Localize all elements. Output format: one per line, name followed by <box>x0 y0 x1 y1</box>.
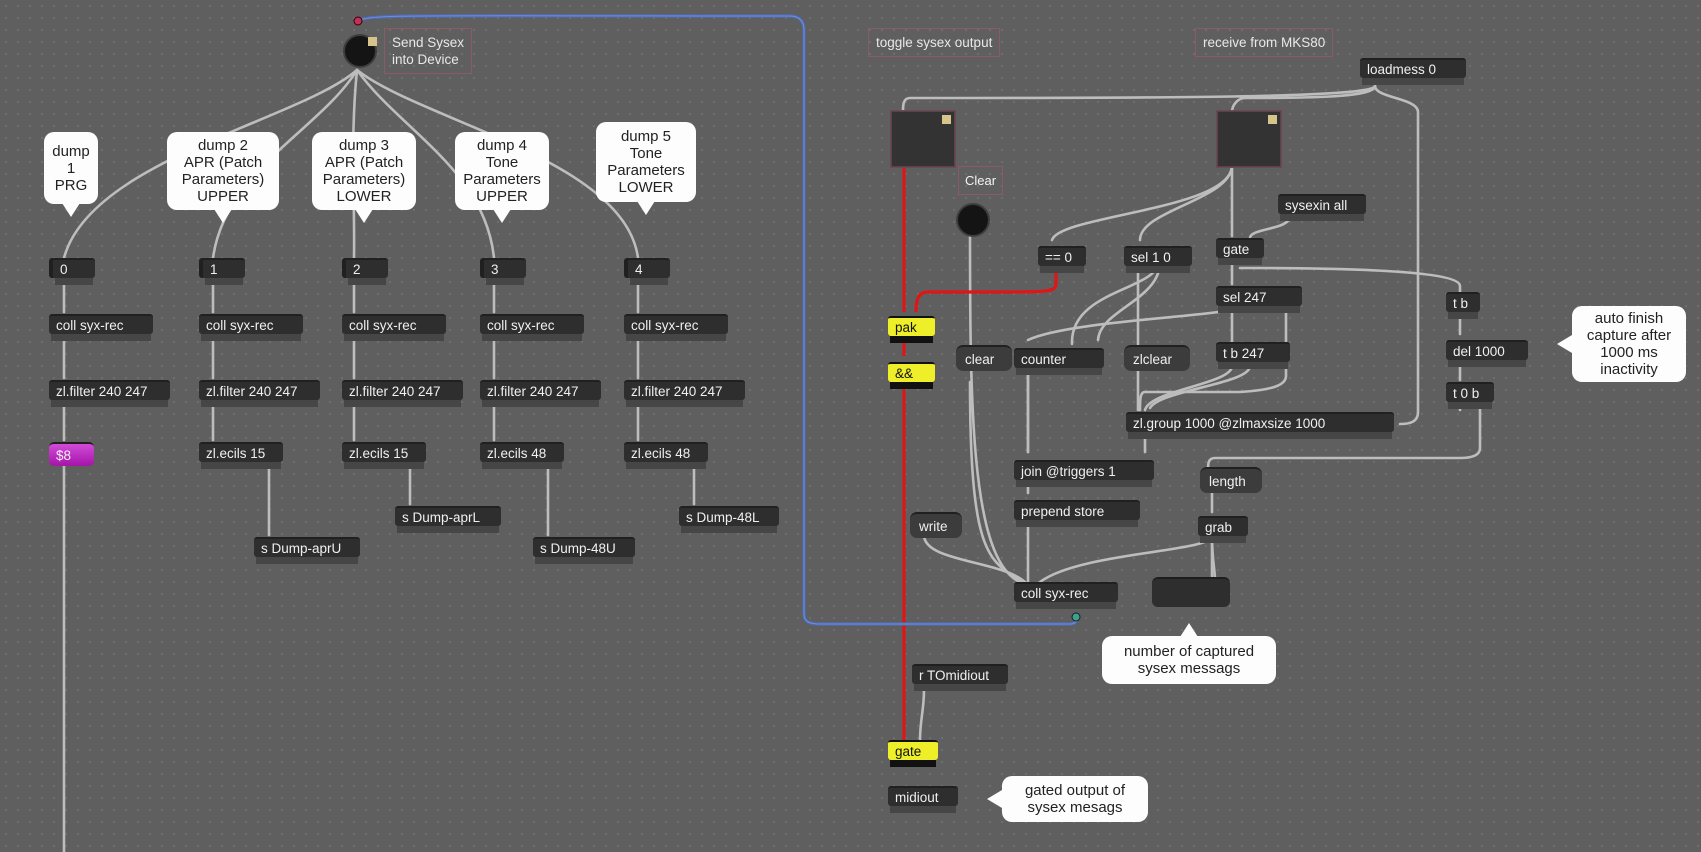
dump2-bubble: dump 2 APR (Patch Parameters) UPPER <box>167 132 279 223</box>
zl-ecils-2[interactable]: zl.ecils 15 <box>342 442 426 469</box>
gate-input-object[interactable]: gate <box>1216 238 1264 265</box>
gate-output-object[interactable]: gate <box>888 740 938 767</box>
zl-ecils-3[interactable]: zl.ecils 48 <box>480 442 564 469</box>
zl-ecils-1[interactable]: zl.ecils 15 <box>199 442 283 469</box>
coll-syx-rec-main[interactable]: coll syx-rec <box>1014 582 1118 609</box>
dump-number-0[interactable]: 0 <box>49 258 95 285</box>
grab-object[interactable]: grab <box>1198 516 1248 543</box>
send-sysex-comment: Send Sysex into Device <box>384 28 473 74</box>
t-b-object[interactable]: t b <box>1446 292 1480 319</box>
auto-finish-bubble: auto finish capture after 1000 ms inacti… <box>1557 306 1686 382</box>
dollar8-message[interactable]: $8 <box>49 442 94 466</box>
toggle-sysex-output-comment: toggle sysex output <box>868 28 1001 57</box>
number-captured-bubble: number of captured sysex messags <box>1102 623 1276 684</box>
sysex-output-toggle[interactable] <box>890 110 956 168</box>
send-dump-aprL[interactable]: s Dump-aprL <box>395 506 501 533</box>
sysexin-object[interactable]: sysexin all <box>1278 194 1366 221</box>
dump3-bubble: dump 3 APR (Patch Parameters) LOWER <box>312 132 416 223</box>
del-1000-object[interactable]: del 1000 <box>1446 340 1528 367</box>
counter-object[interactable]: counter <box>1014 348 1104 375</box>
loadmess-object[interactable]: loadmess 0 <box>1360 58 1466 85</box>
sel-1-0-object[interactable]: sel 1 0 <box>1124 246 1192 273</box>
coll-syx-rec-4[interactable]: coll syx-rec <box>624 314 728 341</box>
gated-output-bubble: gated output of sysex mesags <box>987 776 1148 822</box>
write-message[interactable]: write <box>910 512 962 538</box>
zl-ecils-4[interactable]: zl.ecils 48 <box>624 442 708 469</box>
prepend-store-object[interactable]: prepend store <box>1014 500 1140 527</box>
clear-bang[interactable] <box>956 203 990 237</box>
coll-syx-rec-3[interactable]: coll syx-rec <box>480 314 584 341</box>
zl-filter-0[interactable]: zl.filter 240 247 <box>49 380 170 407</box>
zlclear-message[interactable]: zlclear <box>1124 345 1190 371</box>
coll-syx-rec-2[interactable]: coll syx-rec <box>342 314 446 341</box>
zl-group-object[interactable]: zl.group 1000 @zlmaxsize 1000 <box>1126 412 1394 439</box>
zl-filter-2[interactable]: zl.filter 240 247 <box>342 380 463 407</box>
midiout-object[interactable]: midiout <box>888 786 958 813</box>
pak-object[interactable]: pak <box>888 316 935 343</box>
zl-filter-4[interactable]: zl.filter 240 247 <box>624 380 745 407</box>
dump5-bubble: dump 5 Tone Parameters LOWER <box>596 122 696 215</box>
send-dump-aprU[interactable]: s Dump-aprU <box>254 537 360 564</box>
send-dump-48L[interactable]: s Dump-48L <box>679 506 779 533</box>
dump-number-2[interactable]: 2 <box>342 258 388 285</box>
clear-label: Clear <box>958 166 1004 195</box>
dump-number-1[interactable]: 1 <box>199 258 245 285</box>
dump-number-3[interactable]: 3 <box>480 258 526 285</box>
send-dump-48U[interactable]: s Dump-48U <box>533 537 635 564</box>
sel-247-object[interactable]: sel 247 <box>1216 286 1302 313</box>
equals-zero-object[interactable]: == 0 <box>1038 246 1086 273</box>
coll-syx-rec-0[interactable]: coll syx-rec <box>49 314 153 341</box>
receive-from-mks80-comment: receive from MKS80 <box>1195 28 1334 57</box>
logical-and-object[interactable]: && <box>888 362 935 389</box>
toggle-corner-marker <box>1268 115 1277 124</box>
join-object[interactable]: join @triggers 1 <box>1014 460 1154 487</box>
clear-message[interactable]: clear <box>956 345 1012 371</box>
t-0-b-object[interactable]: t 0 b <box>1446 382 1494 409</box>
receive-toggle[interactable] <box>1216 110 1282 168</box>
dump4-bubble: dump 4 Tone Parameters UPPER <box>455 132 549 223</box>
r-tomidiout-object[interactable]: r TOmidiout <box>912 664 1008 691</box>
length-object[interactable]: length <box>1200 467 1262 493</box>
captured-count-display[interactable] <box>1152 577 1230 607</box>
bang-corner-marker <box>368 37 377 46</box>
dump-number-4[interactable]: 4 <box>624 258 670 285</box>
coll-syx-rec-1[interactable]: coll syx-rec <box>199 314 303 341</box>
zl-filter-1[interactable]: zl.filter 240 247 <box>199 380 320 407</box>
zl-filter-3[interactable]: zl.filter 240 247 <box>480 380 601 407</box>
send-sysex-bang[interactable] <box>343 34 377 68</box>
dump1-bubble: dump 1 PRG <box>44 132 98 217</box>
toggle-corner-marker <box>942 115 951 124</box>
t-b-247-object[interactable]: t b 247 <box>1216 342 1290 369</box>
